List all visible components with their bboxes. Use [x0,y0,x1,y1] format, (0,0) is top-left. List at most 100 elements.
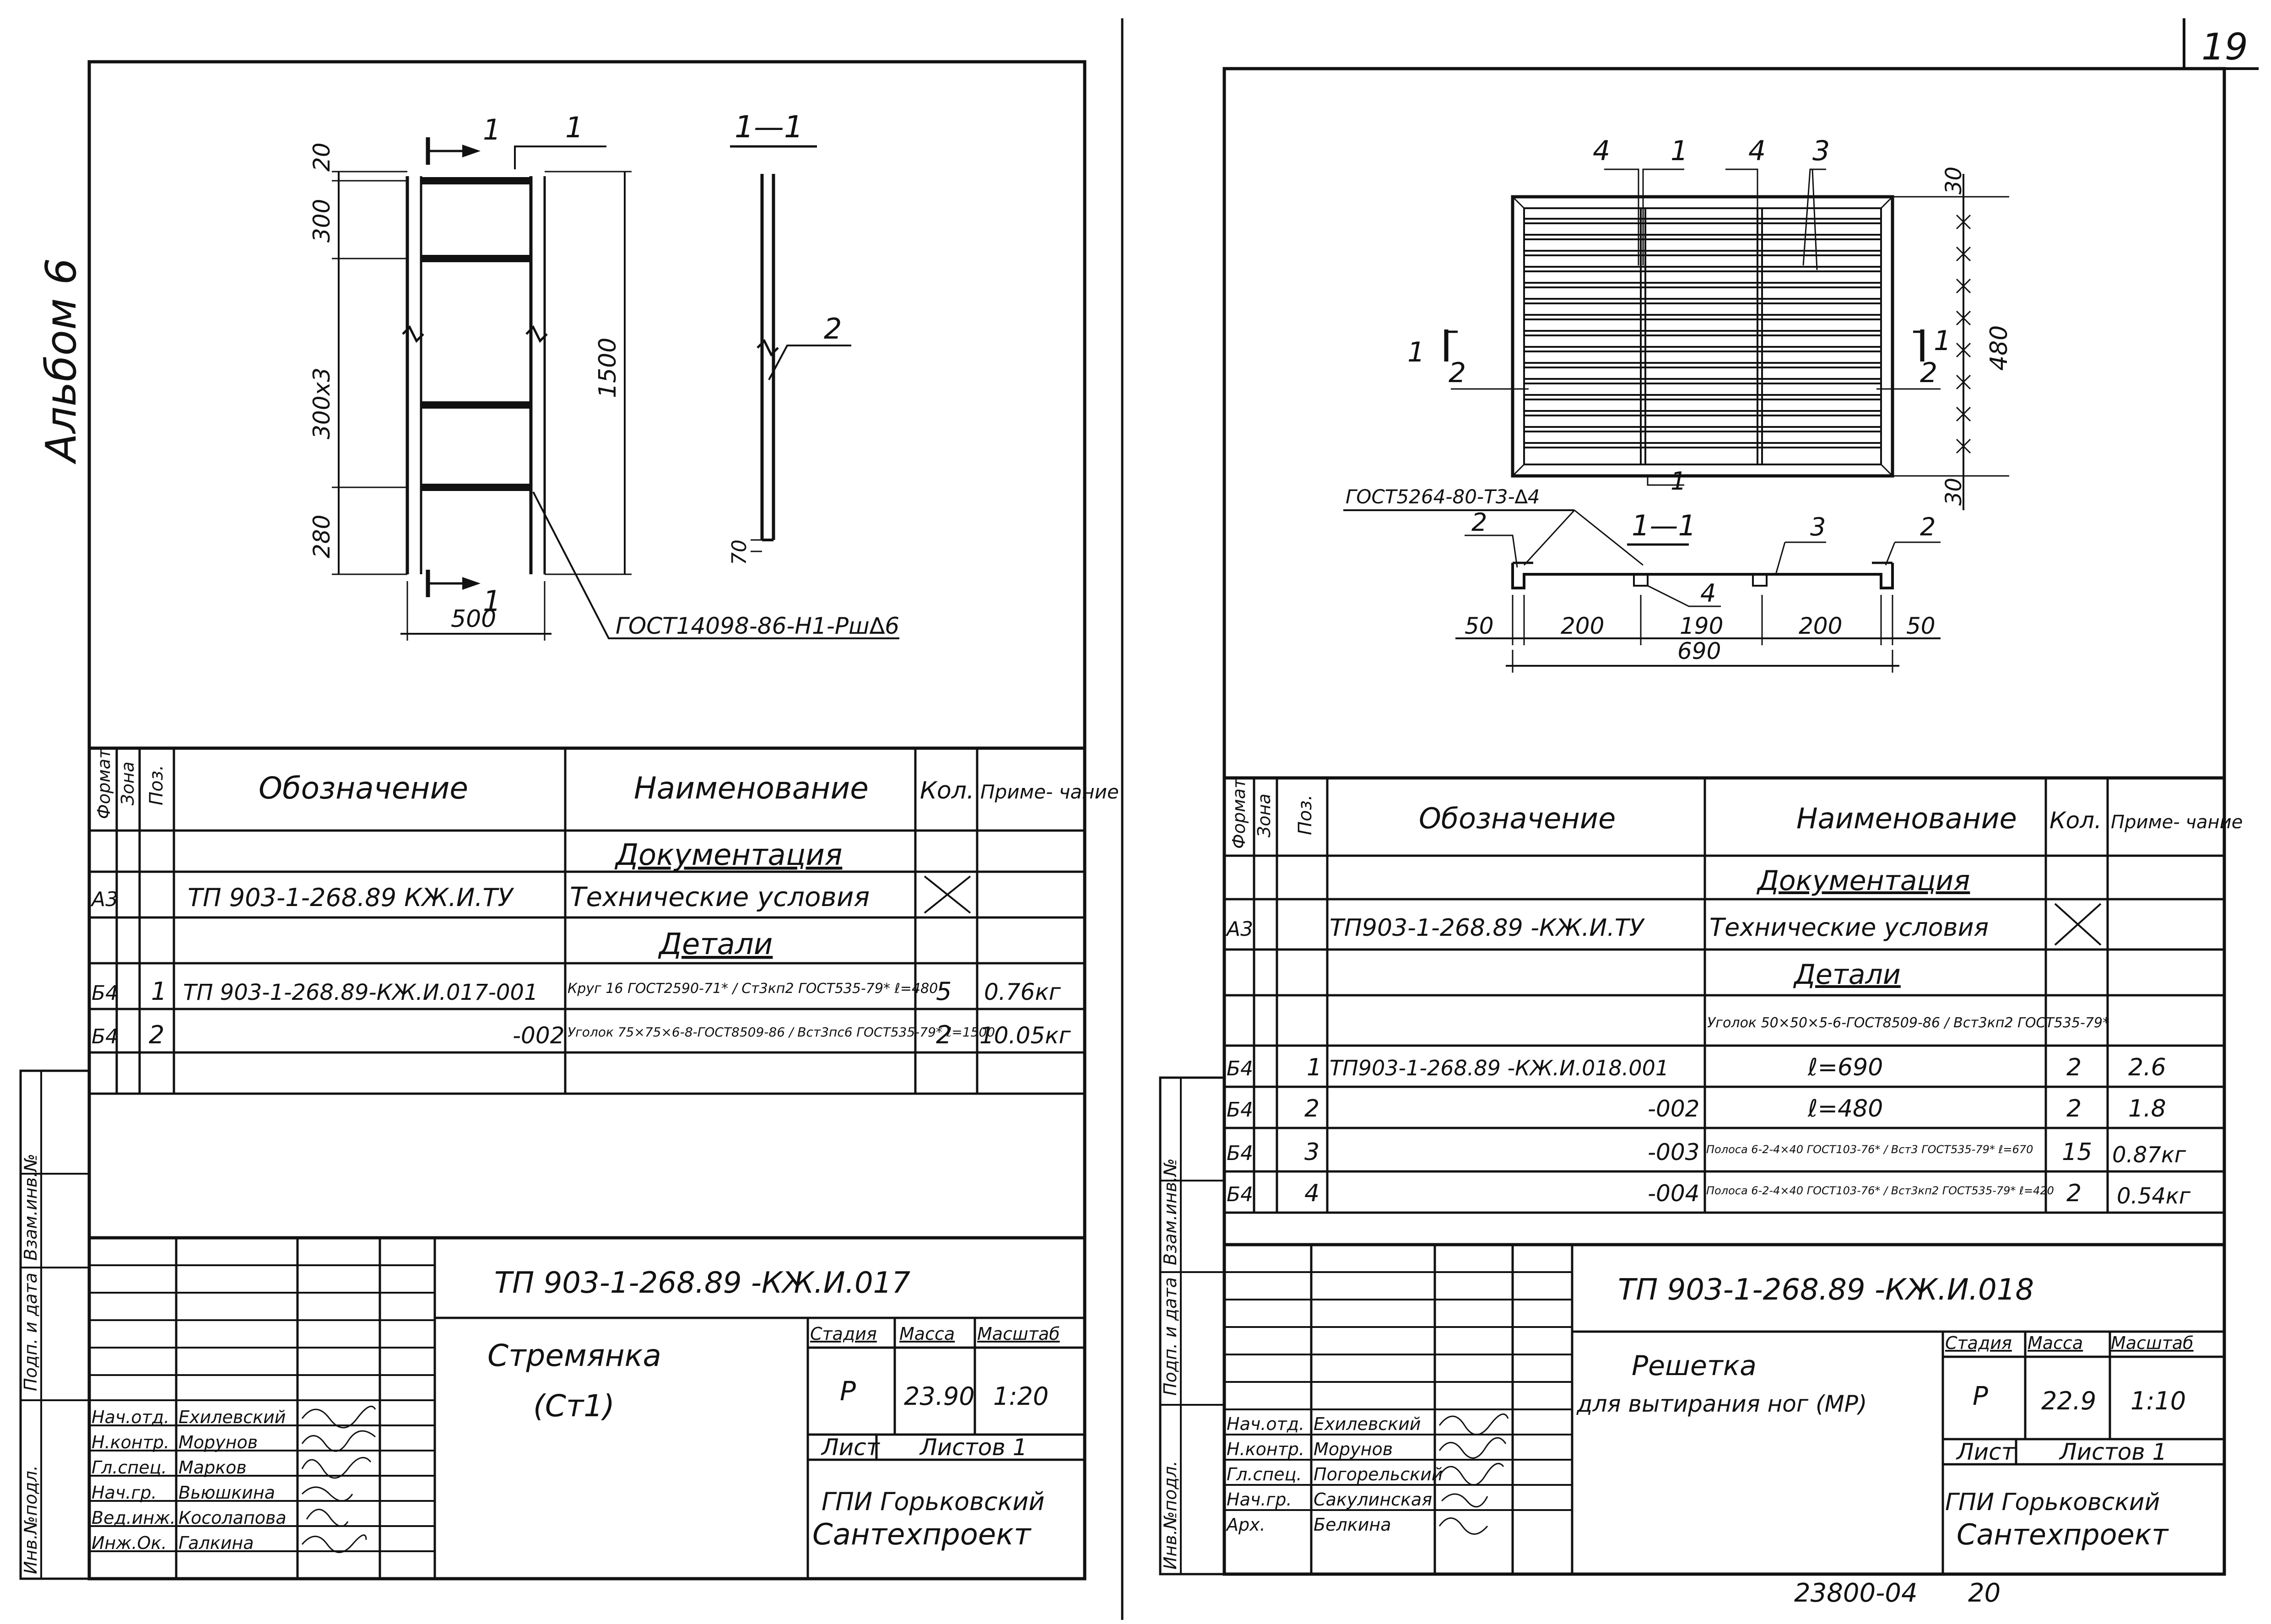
strip-label: Подп. и дата [21,1273,41,1391]
stamp-header: Стадия [1945,1333,2012,1353]
right-drawing [1343,168,2009,673]
spec-format: А3 [90,888,118,911]
spec-qty: 2 [2066,1095,2082,1122]
hdr-qty: Кол. [920,777,974,804]
stamp-header: Стадия [810,1324,877,1344]
person: Морунов [1314,1439,1393,1459]
right-stamp-grid [1224,1243,2224,1574]
sheets-label: Листов 1 [2059,1439,2167,1465]
spec-name: Полоса 6-2-4×40 ГОСТ103-76* / Вст3 ГОСТ5… [1706,1143,2033,1156]
person: Морунов [178,1432,258,1452]
dim-690: 690 [1677,638,1721,664]
person: Ехилевский [1314,1414,1421,1434]
role: Нач.отд. [1227,1414,1304,1434]
spec-note: 0.76кг [984,979,1061,1005]
spec-pos: 2 [149,1020,164,1049]
role: Гл.спец. [92,1457,167,1478]
hdr-format: Формат [1229,777,1249,849]
spec-pos: 1 [1307,1054,1322,1081]
spec-note: 2.6 [2128,1054,2166,1081]
stamp-header: Масштаб [2111,1333,2194,1353]
spec-pos: 4 [1304,1180,1319,1207]
spec-qty: 2 [2066,1054,2082,1081]
spec-format: Б4 [1227,1098,1253,1122]
person: Косолапова [178,1508,287,1528]
strip-label: Взам.инв.№ [21,1154,41,1261]
spec-name: Технические условия [1709,913,1989,942]
hdr-designation: Обозначение [1419,802,1616,835]
dim-280: 280 [308,515,335,558]
role: Н.контр. [92,1432,169,1452]
dim-300: 300 [308,199,335,243]
dim-50: 50 [1465,613,1494,639]
section-leader: 2 [1920,513,1936,541]
weld-note: ГОСТ14098-86-Н1-Рш∆6 [616,613,899,639]
role: Нач.отд. [92,1407,169,1427]
hdr-name: Наименование [1796,802,2017,835]
hdr-name: Наименование [634,771,869,806]
dim-200: 200 [1561,613,1604,639]
spec-note: 0.87кг [2112,1142,2186,1168]
spec-designation: ТП 903-1-268.89 КЖ.И.ТУ [188,883,514,912]
person: Погорельский [1314,1464,1443,1484]
spec-qty: 2 [2066,1180,2082,1207]
section-title: 1—1 [735,109,803,145]
stamp-header: Масса [899,1324,955,1344]
mass-value: 22.9 [2041,1387,2096,1415]
spec-format: А3 [1225,917,1253,941]
pos-label: 1 [1671,467,1686,496]
scale-value: 1:10 [2130,1387,2186,1415]
left-spec-grid [89,746,1085,1095]
hdr-designation: Обозначение [259,771,468,806]
hdr-zone: Зона [1254,793,1274,837]
left-side-strip [19,1069,91,1580]
album-label: Альбом 6 [37,258,86,464]
weld-note: ГОСТ5264-80-Т3-∆4 [1346,486,1540,508]
part-label-1: 1 [565,111,583,144]
hdr-pos: Поз. [146,765,167,805]
dim-200: 200 [1799,613,1842,639]
dim-30: 30 [1941,478,1967,506]
strip-label: Инв.№подл. [21,1465,41,1574]
spec-qty: 5 [936,977,952,1006]
spec-note: 1.8 [2128,1095,2166,1122]
spec-name: Технические условия [570,881,870,912]
spec-format: Б4 [1227,1142,1253,1165]
person: Вьюшкина [178,1483,275,1503]
cut-label-bottom: 1 [483,584,501,618]
spec-designation: ТП903-1-268.89 -КЖ.И.ТУ [1330,914,1645,942]
hdr-note: Приме- чание [2111,812,2243,833]
stamp-header: Масштаб [977,1324,1060,1344]
spec-name: Документация [1756,865,1970,897]
spec-designation: -003 [1648,1139,1699,1165]
leader-label: 3 [1812,135,1830,167]
section-leader: 2 [1471,508,1487,537]
archive-number: 23800-04 [1794,1578,1918,1608]
section-title: 1—1 [1632,509,1696,542]
role: Вед.инж. [92,1508,176,1528]
leader-label: 4 [1748,135,1766,167]
hdr-pos: Поз. [1295,794,1316,835]
spec-note: 10.05кг [979,1022,1071,1049]
role: Гл.спец. [1227,1464,1302,1484]
dim-70: 70 [728,540,751,565]
right-sheet: 4 1 4 3 1 2 1 2 1 30 480 30 ГОСТ5264-80-… [1159,67,2243,1576]
spec-name: Полоса 6-2-4×40 ГОСТ103-76* / Вст3кп2 ГО… [1706,1184,2054,1197]
cut-label-left: 1 [1407,336,1425,368]
leader-label: 1 [1671,135,1688,167]
person: Сакулинская [1314,1489,1432,1510]
person: Марков [178,1457,247,1478]
spec-designation: ТП903-1-268.89 -КЖ.И.018.001 [1330,1056,1669,1080]
spec-designation: -002 [1648,1095,1699,1122]
spec-format: Б4 [92,1025,118,1048]
spec-format: Б4 [1227,1057,1253,1080]
right-side-strip [1159,1076,1226,1575]
spec-pos: 2 [1304,1095,1319,1122]
spec-designation: -004 [1648,1180,1699,1207]
spec-pos: 1 [151,977,167,1006]
org-line-2: Сантехпроект [812,1518,1032,1552]
role: Н.контр. [1227,1439,1304,1459]
spec-note: 0.54кг [2117,1183,2191,1209]
sheet-label: Лист [1956,1439,2016,1465]
dim-20: 20 [308,142,335,172]
